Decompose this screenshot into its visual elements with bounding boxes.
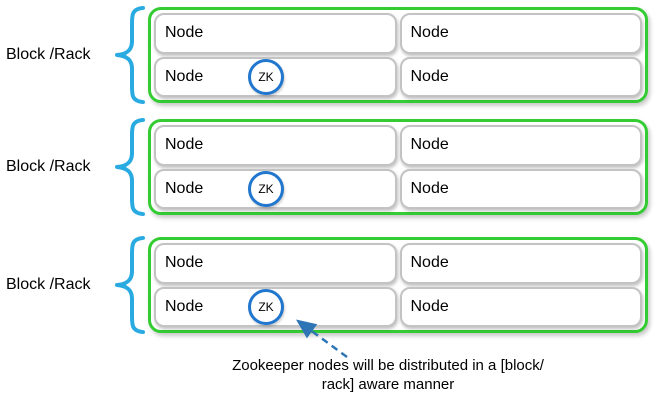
node-label: Node bbox=[410, 254, 449, 272]
curly-brace-icon bbox=[115, 117, 145, 217]
node-box: Node ZK bbox=[154, 286, 397, 327]
node-box: Node bbox=[399, 286, 642, 327]
annotation-arrow bbox=[295, 319, 348, 359]
node-label: Node bbox=[165, 179, 204, 197]
block-rack-label: Block /Rack bbox=[6, 46, 91, 63]
block-rack-group-1: Block /Rack Node Node Node ZK Node bbox=[0, 5, 655, 105]
rack-container: Node Node Node ZK Node bbox=[148, 237, 648, 333]
node-box: Node bbox=[154, 243, 397, 284]
node-box: Node bbox=[399, 125, 642, 166]
node-box: Node bbox=[154, 13, 397, 54]
zookeeper-badge: ZK bbox=[248, 170, 284, 207]
zookeeper-label: ZK bbox=[258, 299, 274, 314]
curly-brace-icon bbox=[115, 235, 145, 335]
node-box: Node ZK bbox=[154, 56, 397, 97]
node-box: Node bbox=[399, 13, 642, 54]
node-box: Node bbox=[399, 56, 642, 97]
zookeeper-badge: ZK bbox=[248, 58, 284, 95]
node-label: Node bbox=[165, 297, 204, 315]
rack-container: Node Node Node ZK Node bbox=[148, 119, 648, 215]
node-label: Node bbox=[410, 297, 449, 315]
node-label: Node bbox=[410, 136, 449, 154]
annotation-line-2: rack] aware manner bbox=[321, 376, 455, 393]
zookeeper-label: ZK bbox=[258, 69, 274, 84]
block-rack-label: Block /Rack bbox=[6, 276, 91, 293]
node-label: Node bbox=[410, 24, 449, 42]
block-rack-group-2: Block /Rack Node Node Node ZK Node bbox=[0, 117, 655, 217]
node-box: Node bbox=[399, 243, 642, 284]
node-label: Node bbox=[410, 67, 449, 85]
zookeeper-badge: ZK bbox=[248, 288, 284, 325]
annotation-line-1: Zookeeper nodes will be distributed in a… bbox=[232, 357, 544, 374]
block-rack-label: Block /Rack bbox=[6, 158, 91, 175]
node-label: Node bbox=[410, 179, 449, 197]
zookeeper-label: ZK bbox=[258, 181, 274, 196]
annotation-text: Zookeeper nodes will be distributed in a… bbox=[123, 356, 653, 394]
node-label: Node bbox=[165, 136, 204, 154]
node-label: Node bbox=[165, 24, 204, 42]
node-label: Node bbox=[165, 254, 204, 272]
node-label: Node bbox=[165, 67, 204, 85]
block-rack-group-3: Block /Rack Node Node Node ZK Node bbox=[0, 235, 655, 335]
node-box: Node bbox=[399, 168, 642, 209]
node-box: Node bbox=[154, 125, 397, 166]
rack-container: Node Node Node ZK Node bbox=[148, 7, 648, 103]
node-box: Node ZK bbox=[154, 168, 397, 209]
curly-brace-icon bbox=[115, 5, 145, 105]
